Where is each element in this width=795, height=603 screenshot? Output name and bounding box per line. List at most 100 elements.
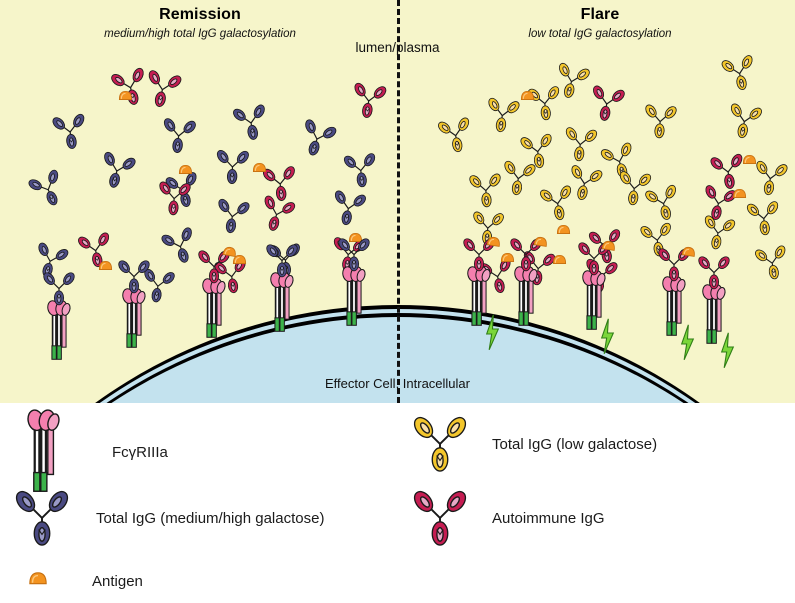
- fc-gamma-receptor-icon: [24, 409, 88, 495]
- receptor-antigen-flare-0: [485, 233, 502, 253]
- free-igg-flare-low: [614, 168, 654, 213]
- free-igg-remission-auto: [253, 192, 299, 241]
- immune-complex-antigen-8: [732, 186, 747, 204]
- igg-low-galactose-icon: [410, 413, 472, 475]
- free-igg-flare-auto: [696, 182, 740, 230]
- free-igg-remission-med: [27, 239, 72, 287]
- igg-glyph: [52, 113, 85, 149]
- antigen-glyph: [348, 233, 363, 243]
- antigen-icon: [28, 571, 58, 591]
- lumen-plasma-label: lumen/plasma: [355, 40, 440, 55]
- antigen-glyph: [486, 237, 500, 247]
- receptor-remission-4: [340, 266, 370, 333]
- activation-signal-flare-4: [720, 332, 735, 374]
- legend-label-autoimmune: Autoimmune IgG: [492, 509, 605, 527]
- free-igg-flare-low: [749, 158, 790, 204]
- free-igg-remission-med: [341, 150, 381, 195]
- immune-complex-antigen-7: [742, 152, 757, 170]
- free-igg-flare-low: [469, 209, 507, 252]
- igg-glyph: [413, 416, 467, 472]
- receptor-glyph: [662, 276, 686, 336]
- antigen-glyph: [29, 572, 47, 585]
- receptor-antigen-remission-2: [221, 243, 239, 263]
- antigen-glyph: [732, 189, 747, 199]
- immune-complex-antigen-10: [552, 252, 567, 270]
- igg-glyph: [710, 153, 743, 189]
- free-igg-flare-low: [642, 181, 687, 229]
- free-igg-remission-med: [158, 223, 205, 273]
- free-igg-remission-med: [230, 101, 273, 149]
- igg-glyph: [721, 55, 753, 90]
- igg-medium-high-galactose-icon: [12, 487, 74, 549]
- igg-glyph: [161, 227, 192, 263]
- antigen-glyph: [533, 237, 547, 247]
- antigen-glyph: [552, 255, 567, 265]
- igg-glyph: [571, 165, 603, 200]
- igg-glyph: [338, 238, 370, 272]
- free-igg-remission-auto: [260, 163, 301, 208]
- igg-glyph: [730, 103, 762, 139]
- molecule-layer: [27, 55, 790, 374]
- free-igg-remission-med: [213, 147, 251, 190]
- receptor-bound-igg-remission-1: [116, 258, 152, 299]
- receptor-bound-igg-remission-2: [196, 248, 232, 289]
- immune-complex-antigen-2: [252, 160, 267, 178]
- receptor-glyph: [202, 278, 226, 338]
- igg-glyph: [756, 160, 788, 196]
- effector-cell-intracellular-label: Effector Cell, Intracellular: [325, 376, 470, 391]
- panel-divider-dashed-line: [397, 0, 400, 403]
- free-igg-flare-low: [497, 158, 538, 204]
- panel-subtitle-flare: low total IgG galactosylation: [528, 28, 672, 40]
- receptor-glyph: [270, 272, 294, 332]
- igg-glyph: [438, 117, 470, 153]
- receptor-glyph: [514, 266, 538, 326]
- legend-label-igg-low: Total IgG (low galactose): [492, 435, 658, 453]
- free-igg-remission-med: [292, 115, 340, 166]
- antigen-glyph: [252, 163, 267, 173]
- antigen-glyph: [601, 241, 615, 251]
- immune-complex-antigen-5: [232, 252, 247, 270]
- receptor-flare-3: [660, 276, 690, 343]
- legend-item-igg-med-high: Total IgG (medium/high galactose): [12, 487, 324, 549]
- igg-glyph: [144, 268, 175, 303]
- extracellular-panel: Remission medium/high total IgG galactos…: [0, 0, 795, 403]
- receptor-remission-3: [268, 272, 298, 339]
- free-igg-flare-low: [641, 102, 680, 145]
- free-igg-flare-low: [744, 198, 784, 243]
- antigen-glyph: [98, 261, 113, 271]
- igg-glyph: [305, 119, 337, 156]
- igg-glyph: [413, 490, 467, 546]
- igg-glyph: [705, 185, 737, 220]
- legend-item-autoimmune: Autoimmune IgG: [410, 487, 605, 549]
- igg-glyph: [645, 184, 676, 220]
- free-igg-remission-med: [49, 111, 91, 158]
- free-igg-remission-auto: [347, 80, 389, 127]
- igg-glyph: [148, 70, 182, 107]
- receptor-antigen-flare-1: [532, 233, 549, 253]
- free-igg-flare-low: [549, 59, 594, 107]
- immune-complex-antigen-0: [118, 88, 133, 106]
- igg-glyph: [198, 250, 230, 284]
- igg-glyph: [78, 232, 110, 268]
- legend-label-antigen: Antigen: [92, 572, 143, 590]
- receptor-remission-0: [45, 300, 75, 367]
- igg-glyph: [473, 211, 504, 245]
- antigen-glyph: [118, 91, 133, 101]
- igg-glyph: [28, 169, 59, 206]
- igg-glyph: [640, 222, 671, 257]
- free-igg-remission-med: [93, 148, 139, 197]
- igg-glyph: [698, 256, 730, 290]
- receptor-antigen-flare-2: [600, 237, 617, 257]
- igg-glyph: [43, 272, 75, 306]
- igg-glyph: [488, 97, 520, 133]
- immune-complex-antigen-9: [556, 222, 571, 240]
- igg-glyph: [619, 171, 652, 206]
- free-igg-flare-low: [481, 95, 522, 141]
- receptor-antigen-flare-3: [680, 243, 697, 263]
- antigen-glyph: [520, 91, 535, 101]
- igg-glyph: [755, 245, 786, 280]
- igg-glyph: [704, 215, 736, 250]
- receptor-glyph: [467, 266, 491, 326]
- free-igg-flare-auto: [707, 151, 749, 198]
